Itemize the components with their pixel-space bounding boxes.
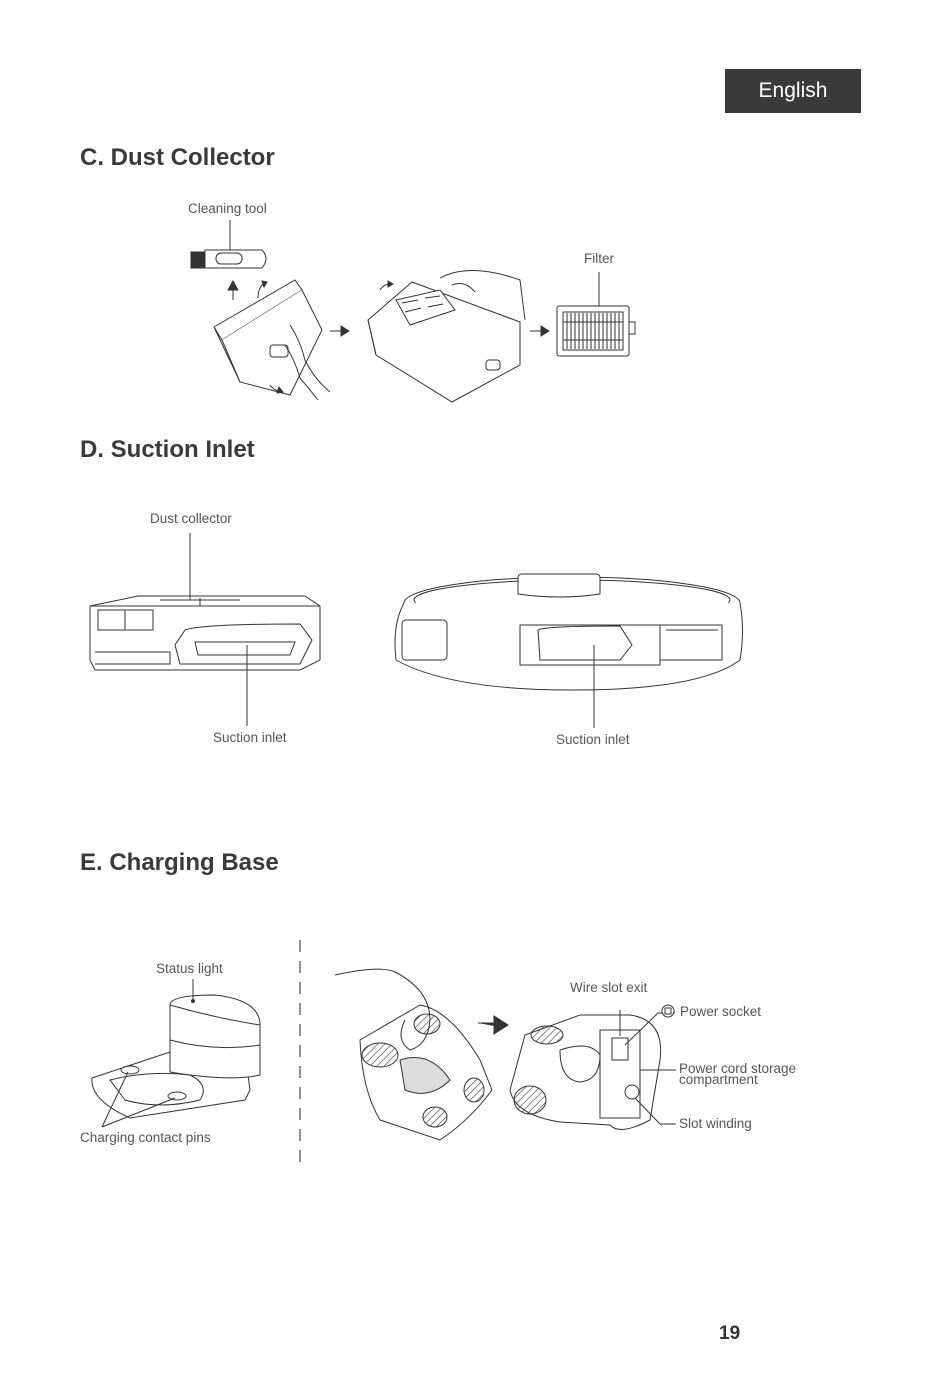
hand-flip-base-drawing bbox=[335, 969, 492, 1140]
page-number: 19 bbox=[719, 1323, 740, 1345]
charging-base-underside-drawing bbox=[510, 1005, 676, 1129]
charging-base-drawing bbox=[92, 979, 260, 1127]
arrow-right-icon bbox=[478, 1016, 508, 1034]
charging-base-illustration bbox=[0, 0, 925, 1200]
